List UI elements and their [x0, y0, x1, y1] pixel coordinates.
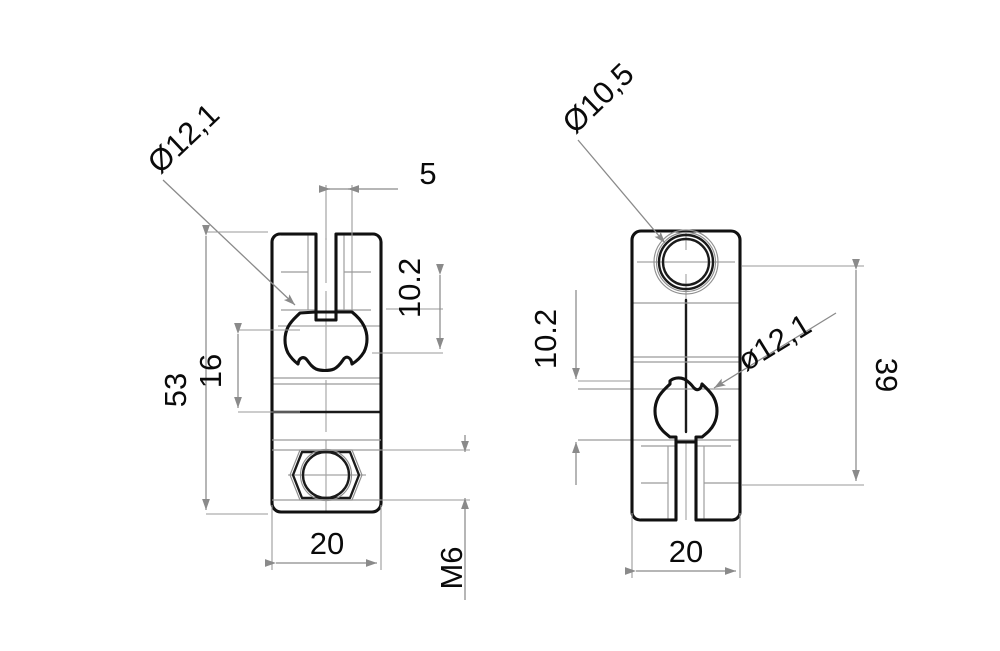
dim-39: 39 — [742, 259, 904, 486]
dia-12-1-leader-line — [162, 179, 296, 306]
dim-16-label: 16 — [193, 354, 228, 388]
right-view-side: Ø10,5 ø12,1 10.2 39 20 — [528, 56, 904, 578]
right-view-centerlines — [637, 232, 735, 520]
dim-10-2: 10.2 — [372, 258, 444, 354]
left-body-outline — [270, 232, 383, 514]
dim-dia-12-1-right: ø12,1 — [713, 307, 837, 389]
dim-5: 5 — [319, 156, 437, 310]
dim-10-2-r-label: 10.2 — [528, 309, 563, 369]
dim-dia-10-5: Ø10,5 — [556, 56, 666, 244]
hexnut-hex — [291, 450, 361, 500]
dim-20-left: 20 — [265, 505, 382, 570]
upper-serrated-bore — [283, 310, 369, 373]
hole-outer-ring-3 — [653, 229, 719, 295]
dim-53-label: 53 — [158, 373, 193, 407]
m6-label: M6 — [434, 546, 469, 589]
dim-53: 53 — [158, 225, 268, 515]
right-view-internal-lines — [578, 302, 740, 520]
hole-bore — [661, 237, 711, 287]
dia-12-1-right-leader-line — [713, 312, 837, 389]
dim-39-label: 39 — [869, 358, 904, 392]
hole-outer-ring-2 — [655, 231, 717, 293]
dia-12-1-label: Ø12,1 — [141, 97, 226, 181]
dim-10-2-label: 10.2 — [392, 258, 427, 318]
left-view-front: Ø12,1 53 16 5 — [141, 97, 470, 600]
right-serrated-bore — [653, 376, 719, 444]
dia-12-1-right-label: ø12,1 — [731, 307, 817, 378]
hole-outer-ring-1 — [657, 233, 715, 291]
dim-20-r-label: 20 — [669, 534, 703, 569]
dia-10-5-leader-line — [577, 139, 666, 244]
dim-20-label: 20 — [310, 526, 344, 561]
dim-16: 16 — [193, 323, 300, 413]
note-m6: M6 — [380, 435, 470, 600]
dim-20-right: 20 — [625, 513, 741, 578]
top-through-hole — [653, 229, 719, 295]
dim-5-label: 5 — [419, 156, 436, 191]
hexnut-bolt-circle — [301, 450, 351, 500]
dia-10-5-label: Ø10,5 — [556, 56, 641, 140]
dim-10-2-right: 10.2 — [528, 290, 630, 485]
